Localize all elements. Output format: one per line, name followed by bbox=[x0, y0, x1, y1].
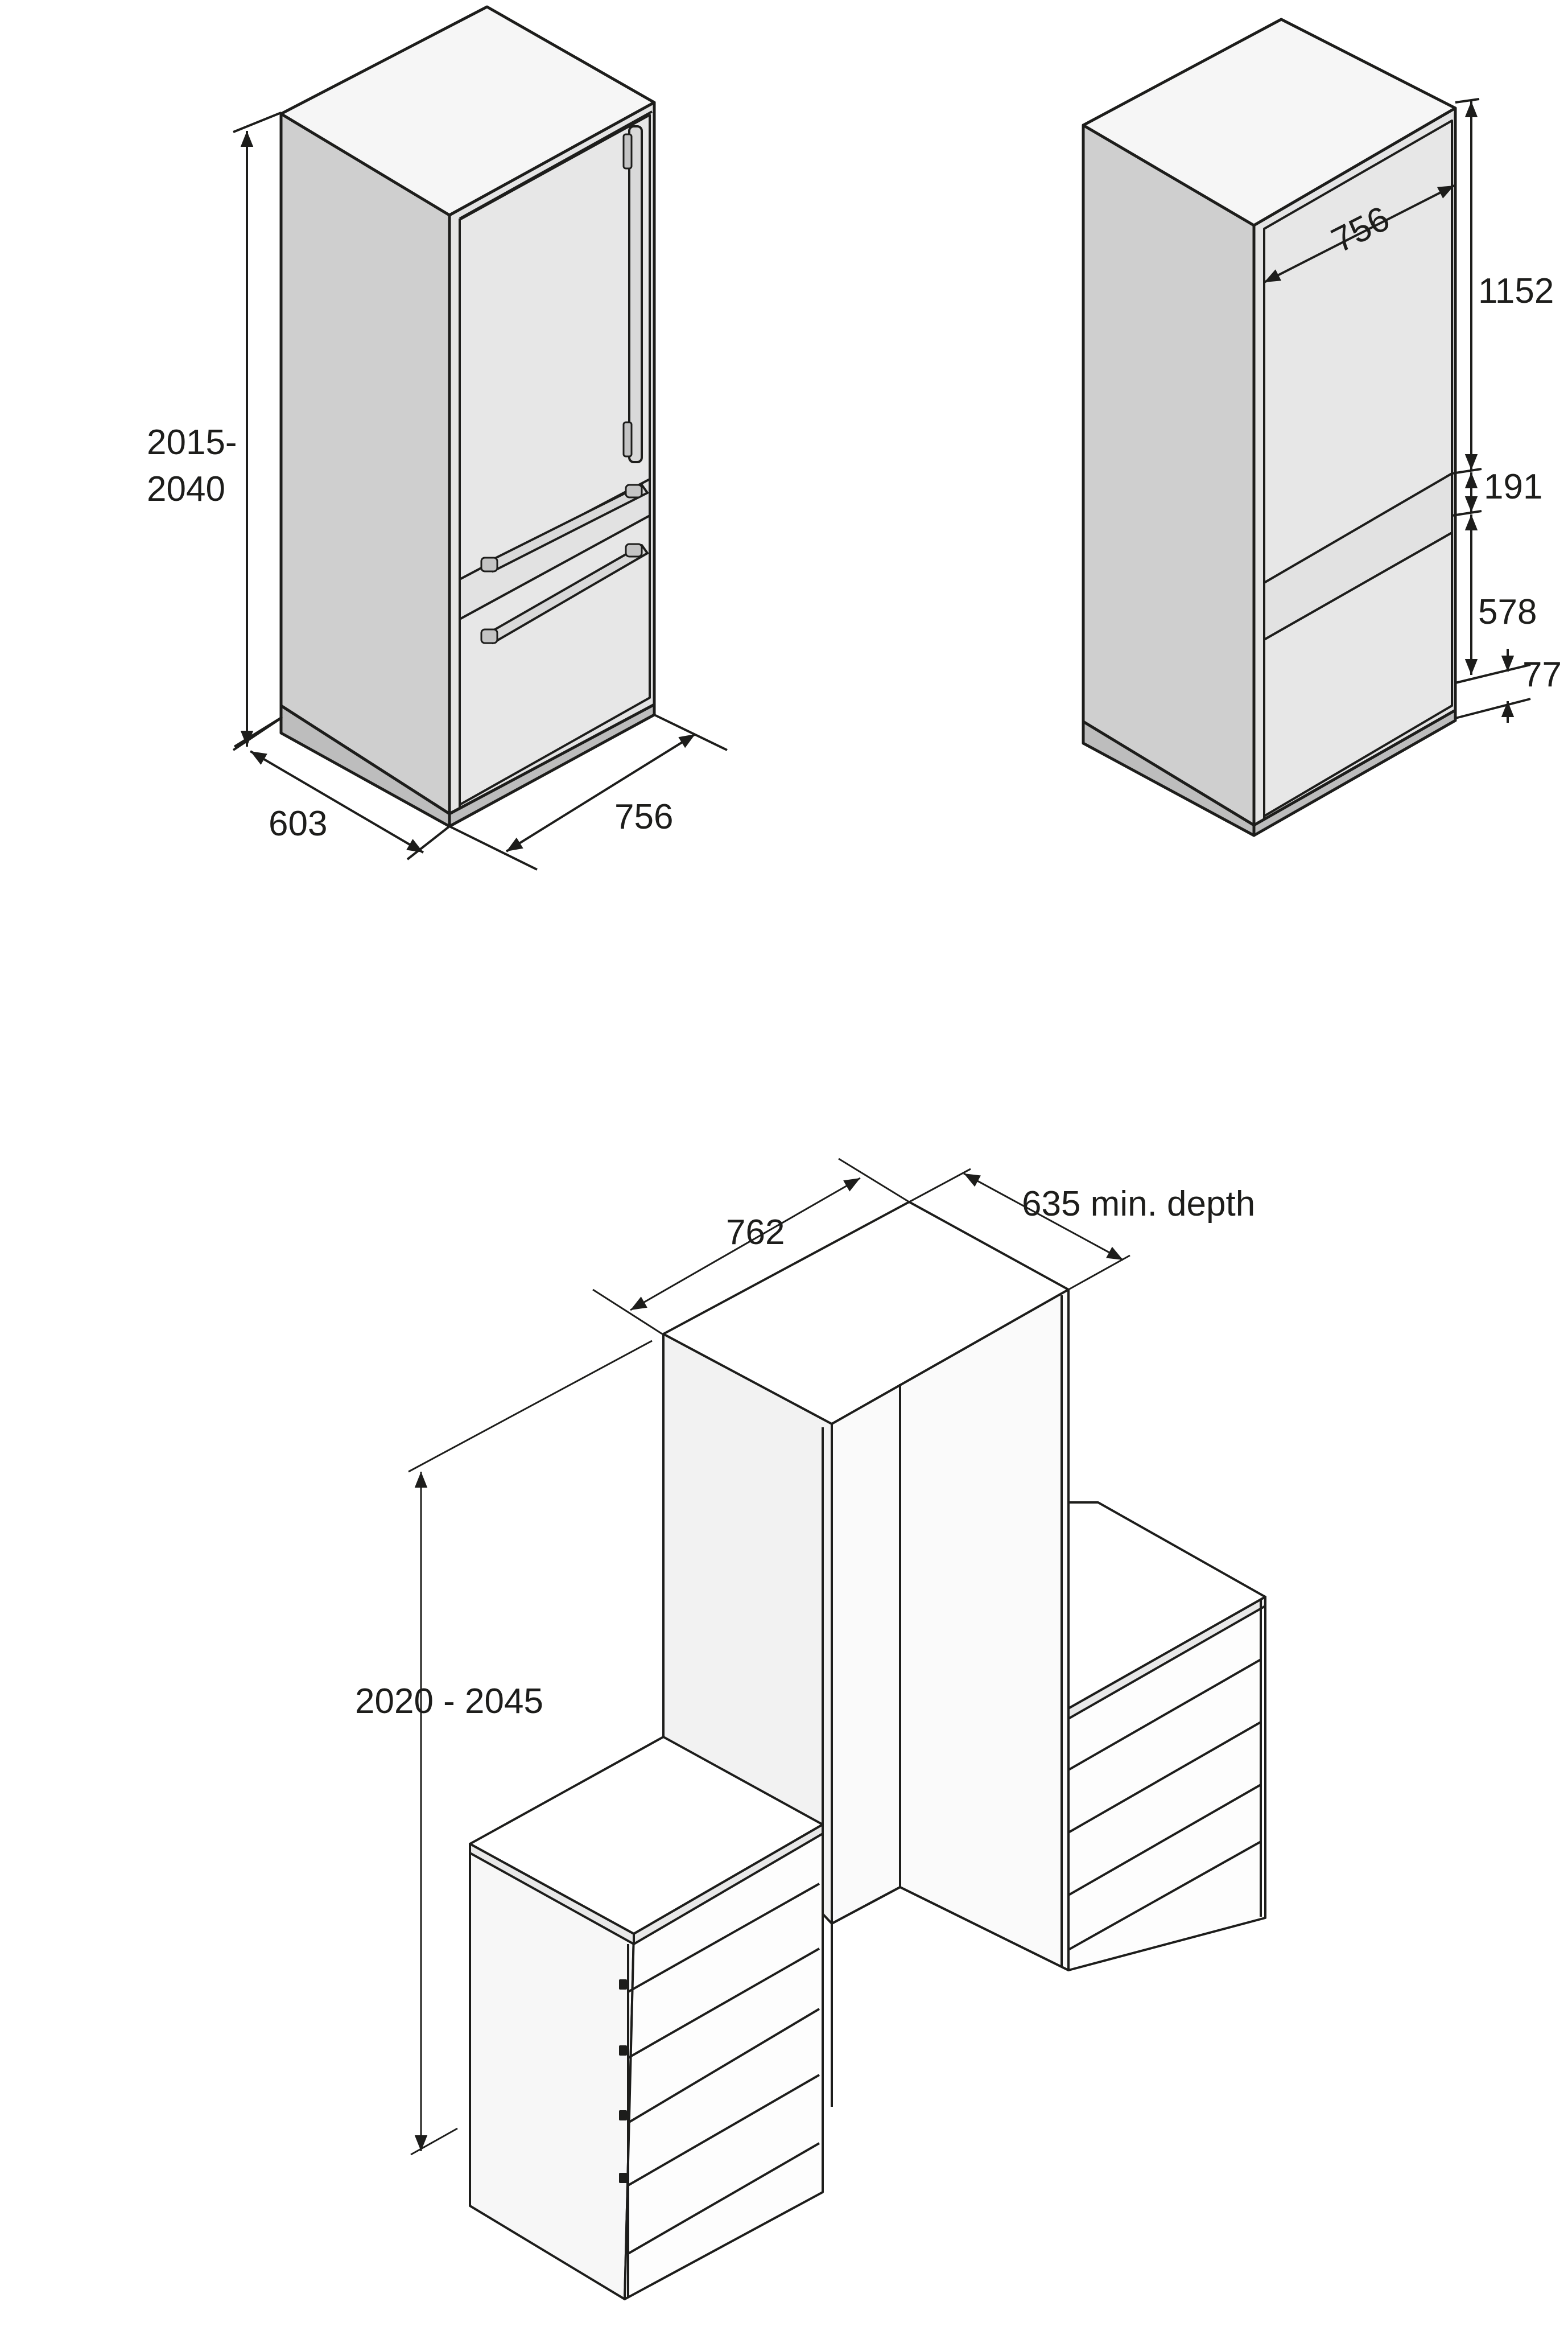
upper-door-label: 1152 bbox=[1478, 271, 1554, 311]
left-cabinet-drawers bbox=[619, 1883, 820, 2298]
fridge-2-front-plinth bbox=[1252, 709, 1457, 837]
depth-dimension-line bbox=[249, 750, 424, 854]
door-handle bbox=[622, 125, 643, 463]
fridge-with-handles bbox=[279, 5, 656, 828]
installation-niche bbox=[469, 1201, 1266, 2300]
fridge-dimension-view bbox=[1082, 18, 1457, 837]
width-label: 756 bbox=[614, 797, 673, 837]
depth-label: 603 bbox=[269, 804, 327, 843]
niche-depth-label: 635 min. depth bbox=[1022, 1184, 1255, 1224]
right-cabinet-drawers bbox=[1068, 1600, 1262, 1951]
niche-height-label: 2020 - 2045 bbox=[355, 1682, 543, 1721]
fridge-1-dimensions bbox=[232, 112, 728, 871]
fridge-side-panel bbox=[279, 112, 451, 816]
fridge-2-side-panel bbox=[1082, 123, 1256, 827]
fridge-2-dimensions bbox=[1264, 98, 1531, 723]
niche-width-label: 762 bbox=[726, 1213, 785, 1252]
lower-drawer-label: 578 bbox=[1478, 592, 1537, 632]
gap-label: 191 bbox=[1484, 467, 1542, 506]
niche-width-dimension-line bbox=[630, 1177, 861, 1311]
installation-dimensions bbox=[408, 1158, 1130, 2156]
height-label-line1: 2015- bbox=[147, 423, 237, 462]
height-label-line2: 2040 bbox=[147, 470, 225, 509]
bottom-drawer-handle bbox=[480, 543, 649, 644]
bottom-drawer bbox=[459, 514, 651, 806]
niche-depth-dimension-line bbox=[963, 1172, 1124, 1261]
fridge-2-bottom-drawer bbox=[1263, 532, 1453, 817]
width-dimension-line bbox=[505, 733, 696, 853]
plinth-label: 77 bbox=[1522, 655, 1562, 694]
middle-drawer-handle bbox=[480, 484, 649, 573]
door-width-dimension-line bbox=[1264, 184, 1455, 283]
